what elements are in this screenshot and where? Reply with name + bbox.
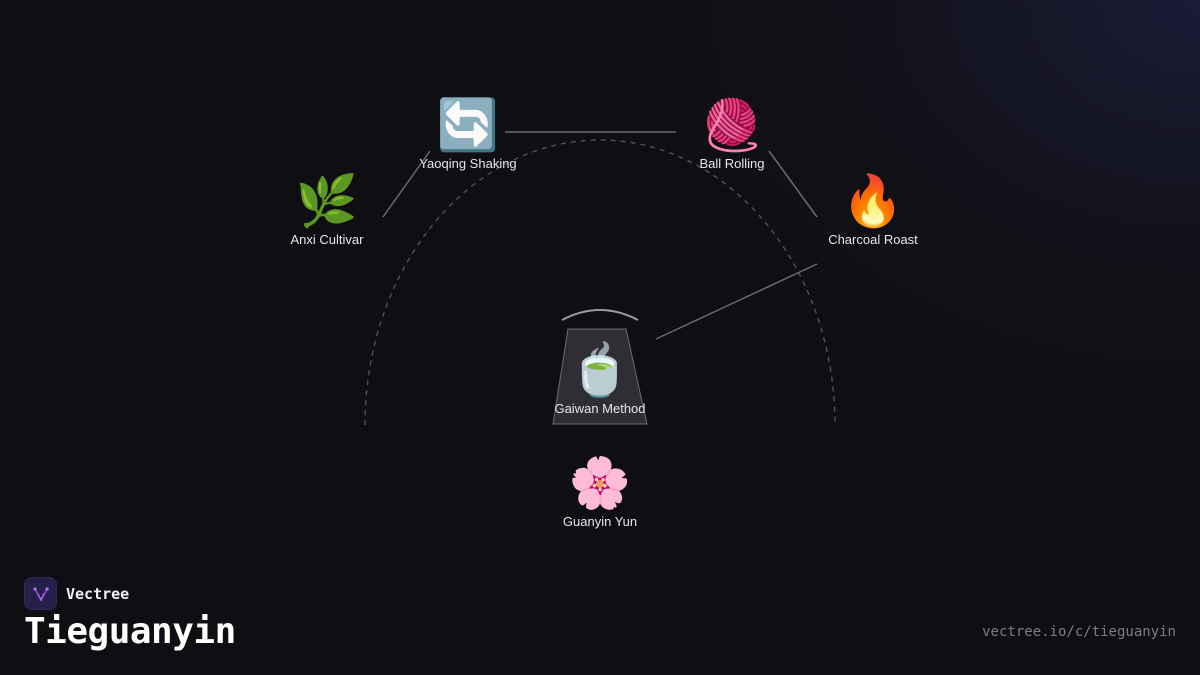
brand[interactable]: Vectree [24,577,129,610]
cycle-arrows-icon: 🔄 [436,96,500,154]
node-label: Guanyin Yun [562,514,638,529]
teacup-icon: 🍵 [568,341,632,399]
node-yaoqing-shaking[interactable]: 🔄 Yaoqing Shaking [388,96,548,171]
connector-anxi-yaoqing [382,150,431,218]
node-label: Anxi Cultivar [290,232,364,247]
page-title: Tieguanyin [24,611,236,652]
page-url[interactable]: vectree.io/c/tieguanyin [982,624,1176,640]
blossom-icon: 🌸 [568,454,632,512]
center-cap-arc [561,309,639,321]
node-label: Charcoal Roast [828,232,918,247]
node-charcoal-roast[interactable]: 🔥 Charcoal Roast [793,172,953,247]
center-node-shape [552,328,648,425]
yarn-ball-icon: 🧶 [700,96,764,154]
node-guanyin-yun[interactable]: 🌸 Guanyin Yun [520,454,680,529]
node-label: Gaiwan Method [554,401,646,416]
node-label: Ball Rolling [699,156,765,171]
vectree-logo-icon [24,577,57,610]
node-label: Yaoqing Shaking [419,156,517,171]
connector-charcoal-gaiwan [655,263,818,340]
herb-icon: 🌿 [295,172,359,230]
dashed-arc [364,139,836,426]
node-gaiwan-method[interactable]: 🍵 Gaiwan Method [520,341,680,416]
connector-ball-charcoal [768,150,818,218]
node-anxi-cultivar[interactable]: 🌿 Anxi Cultivar [247,172,407,247]
node-ball-rolling[interactable]: 🧶 Ball Rolling [652,96,812,171]
brand-name: Vectree [66,584,130,603]
fire-icon: 🔥 [841,172,905,230]
